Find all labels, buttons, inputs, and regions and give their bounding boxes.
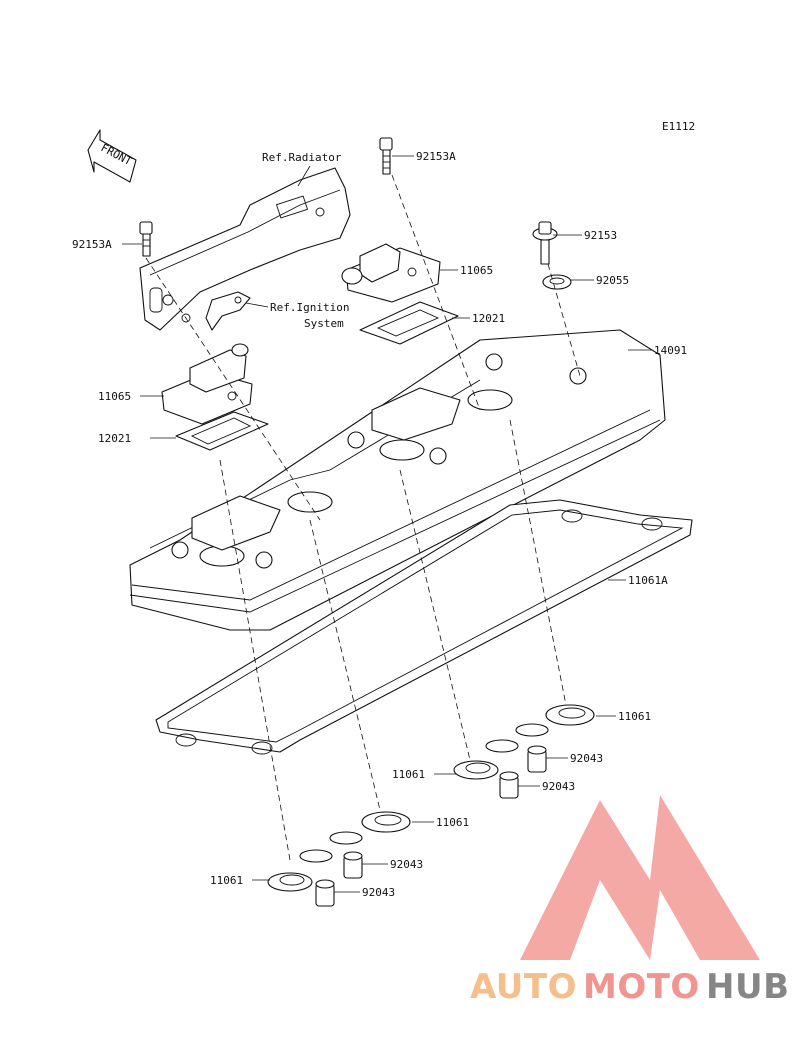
breather-cover-11065-right	[341, 243, 441, 303]
seal-11061-d	[267, 872, 313, 892]
automotohub-logo: AUTO MOTO HUB	[470, 795, 789, 1007]
bolt-92153A-left	[139, 221, 153, 257]
label-92043-a: 92043	[570, 752, 603, 765]
label-12021-left: 12021	[98, 432, 131, 445]
ref-ignition-label: Ref.Ignition	[270, 301, 349, 314]
logo-text-moto: MOTO	[583, 967, 700, 1007]
breather-cover-11065-left	[161, 343, 253, 425]
diagram-code: E1112	[662, 120, 695, 133]
label-11061-a: 11061	[618, 710, 651, 723]
plate-12021-right	[359, 301, 459, 345]
bolt-92153A-top	[379, 137, 393, 175]
alignment-lines	[145, 174, 581, 861]
label-14091: 14091	[654, 344, 687, 357]
logo-emblem-outer	[520, 795, 760, 960]
label-11061-d: 11061	[210, 874, 243, 887]
label-92153A-left: 92153A	[72, 238, 112, 251]
label-11065-right: 11065	[460, 264, 493, 277]
logo-text-auto: AUTO	[470, 967, 577, 1007]
ref-radiator-label: Ref.Radiator	[262, 151, 342, 164]
collar-92043-d	[315, 879, 335, 907]
washer-92055	[542, 274, 572, 290]
collar-92043-b	[499, 771, 519, 799]
label-92043-b: 92043	[542, 780, 575, 793]
label-11061A: 11061A	[628, 574, 668, 587]
label-92043-c: 92043	[390, 858, 423, 871]
seal-11061-b	[453, 760, 499, 780]
ignition-bracket	[205, 291, 251, 331]
seal-ring-small-left	[299, 831, 363, 863]
collar-92043-c	[343, 851, 363, 879]
front-arrow-icon: FRONT	[87, 129, 137, 183]
label-12021-right: 12021	[472, 312, 505, 325]
seal-ring-small-right	[485, 723, 549, 753]
plate-12021-left	[175, 411, 269, 451]
bolt-92153	[532, 221, 558, 265]
label-11061-b: 11061	[392, 768, 425, 781]
logo-text-hub: HUB	[706, 967, 789, 1007]
label-92153A-top: 92153A	[416, 150, 456, 163]
radiator-bracket	[139, 167, 351, 331]
logo-emblem-inner	[580, 920, 625, 960]
collar-92043-a	[527, 745, 547, 773]
label-11061-c: 11061	[436, 816, 469, 829]
head-cover-gasket-11061A	[155, 499, 693, 755]
seal-11061-c	[361, 811, 411, 833]
cylinder-head-cover-14091	[129, 329, 666, 631]
label-92153: 92153	[584, 229, 617, 242]
label-92055: 92055	[596, 274, 629, 287]
label-92043-d: 92043	[362, 886, 395, 899]
label-11065-left: 11065	[98, 390, 131, 403]
ref-ignition-label-line2: System	[304, 317, 344, 330]
seal-11061-a	[545, 704, 595, 726]
